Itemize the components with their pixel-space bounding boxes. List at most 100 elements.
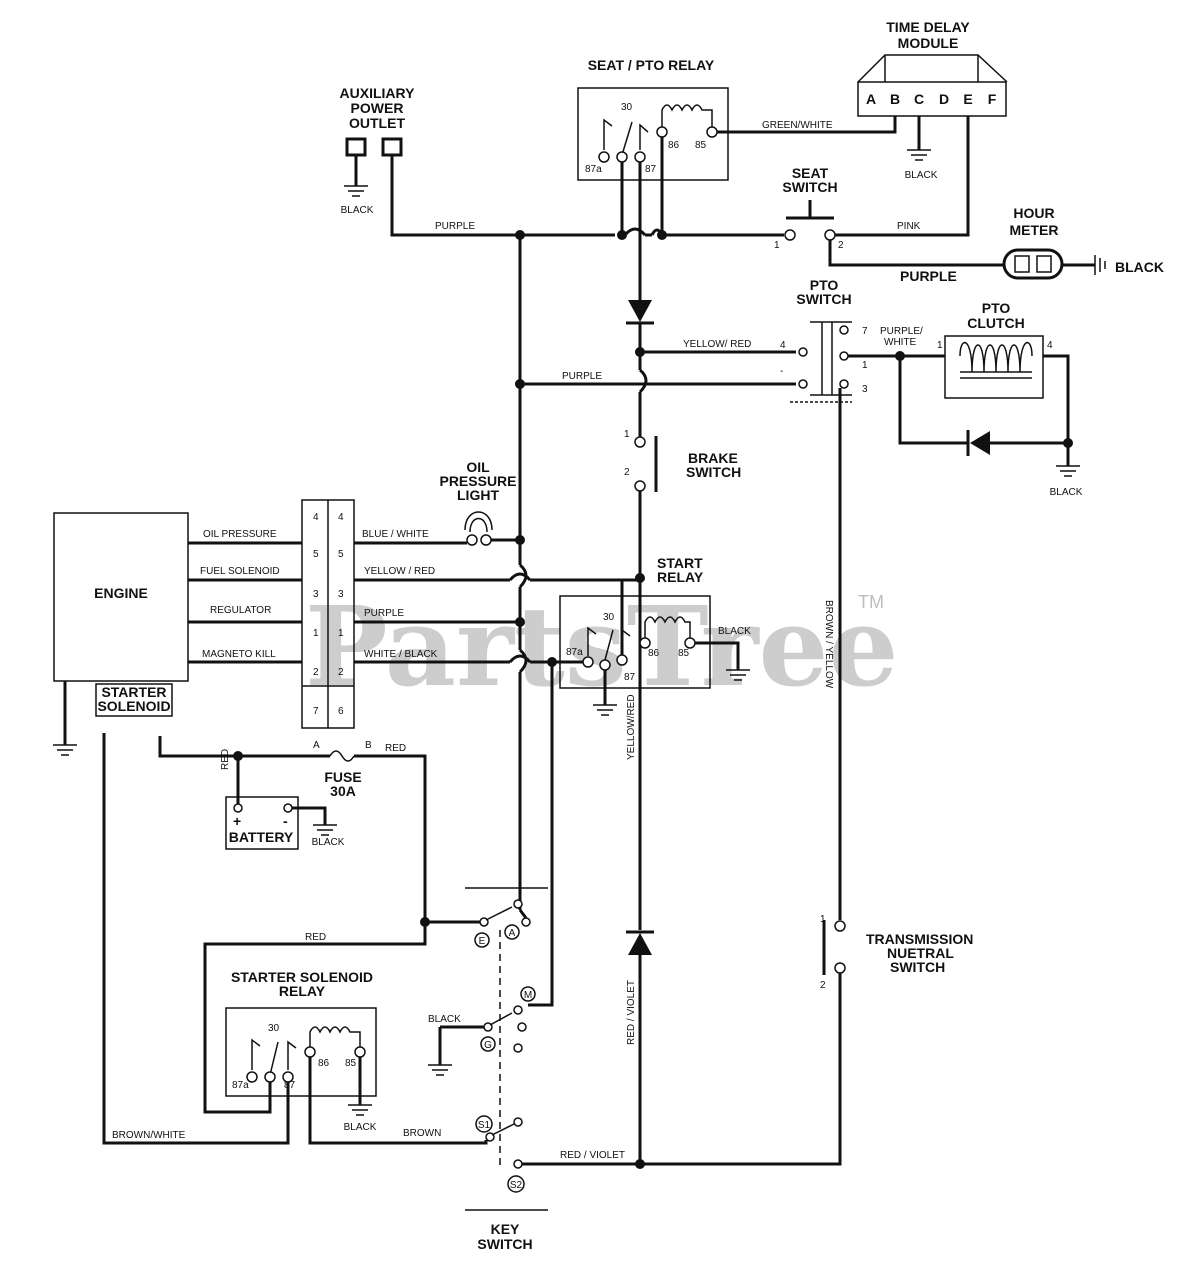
pto-pin-1: 1 — [862, 360, 868, 371]
pto-switch-label-1: PTO — [810, 277, 839, 293]
ground-icon — [593, 704, 617, 716]
ground-icon — [344, 185, 368, 197]
key-switch-label-1: KEY — [491, 1221, 520, 1237]
ss-relay-label-1: STARTER SOLENOID — [231, 969, 373, 985]
key-term-e: E — [479, 936, 486, 947]
battery: + - BATTERY — [225, 796, 299, 850]
relay-pin-85: 85 — [695, 140, 707, 151]
engine-oil-pressure: OIL PRESSURE — [203, 529, 277, 540]
hour-meter-label-2: METER — [1010, 222, 1059, 238]
pto-pin-4: 4 — [780, 340, 786, 351]
auxiliary-power-outlet: AUXILIARY POWER OUTLET BLACK — [340, 85, 520, 237]
diode-icon — [626, 930, 654, 955]
wire-purple-top: PURPLE — [435, 221, 475, 232]
wire-brown: BROWN — [403, 1128, 441, 1139]
wire-brown-white: BROWN/WHITE — [112, 1130, 186, 1141]
conn-r-3: 3 — [338, 589, 344, 600]
seat-pto-relay-box — [577, 87, 729, 181]
clutch-ground-wire: BLACK — [1050, 487, 1083, 498]
hour-meter: HOUR METER BLACK — [1002, 205, 1164, 280]
ground-icon — [348, 1104, 372, 1116]
engine-fuel-solenoid: FUEL SOLENOID — [200, 566, 280, 577]
key-term-s2: S2 — [510, 1180, 523, 1191]
hour-meter-ground-wire: BLACK — [1115, 259, 1164, 275]
battery-minus: - — [283, 813, 288, 829]
conn-l-2: 2 — [313, 667, 319, 678]
tdm-housing — [857, 54, 1008, 83]
diode-icon — [626, 300, 654, 325]
fuse-pin-a: A — [313, 740, 320, 751]
relay-pin-87a: 87a — [585, 164, 602, 175]
seat-switch-label-1: SEAT — [792, 165, 829, 181]
ss-pin-85: 85 — [345, 1058, 357, 1069]
start-relay: START RELAY 30 87a 87 86 85 BLACK — [559, 555, 751, 716]
ground-icon — [726, 669, 750, 681]
ground-icon — [907, 149, 931, 161]
key-term-m: M — [524, 990, 532, 1001]
tdm-pin-c: C — [914, 91, 924, 107]
seat-pin-1: 1 — [774, 240, 780, 251]
start-relay-pin-85: 85 — [678, 648, 690, 659]
seat-pto-relay-label: SEAT / PTO RELAY — [588, 57, 715, 73]
oil-pressure-light: OIL PRESSURE LIGHT — [439, 459, 517, 546]
engine-magneto-kill: MAGNETO KILL — [202, 649, 276, 660]
wire-yellow-red-2: YELLOW / RED — [364, 566, 435, 577]
diode-icon — [966, 430, 990, 456]
start-relay-pin-86: 86 — [648, 648, 660, 659]
seat-switch: SEAT SWITCH 1 2 — [774, 165, 844, 251]
ground-icon — [1056, 465, 1080, 477]
wire-purple-regulator: PURPLE — [364, 608, 404, 619]
wire-pink: PINK — [897, 221, 921, 232]
engine-connector: 4 5 3 1 2 7 4 5 3 1 2 6 — [301, 499, 355, 729]
ss-ground-wire: BLACK — [344, 1122, 377, 1133]
engine-box — [53, 512, 189, 682]
relay-pin-87: 87 — [645, 164, 657, 175]
relay-pin-86: 86 — [668, 140, 680, 151]
engine: ENGINE OIL PRESSURE FUEL SOLENOID REGULA… — [53, 512, 302, 756]
battery-plus: + — [233, 813, 241, 829]
wire-red-violet-vertical: RED / VIOLET — [626, 980, 637, 1045]
clutch-coil-icon — [959, 341, 1033, 373]
oil-light-label-2: PRESSURE — [439, 473, 516, 489]
tdm-pin-a: A — [866, 91, 876, 107]
starter-solenoid-relay: STARTER SOLENOID RELAY 30 87a 87 86 85 — [225, 969, 377, 1097]
tdm-pin-f: F — [988, 91, 997, 107]
ss-pin-87: 87 — [284, 1080, 296, 1091]
engine-regulator: REGULATOR — [210, 605, 271, 616]
engine-label: ENGINE — [94, 585, 148, 601]
battery-label: BATTERY — [229, 829, 294, 845]
trans-label-2: NUETRAL — [887, 945, 954, 961]
trans-label-3: SWITCH — [890, 959, 945, 975]
tdm-pin-e: E — [963, 91, 972, 107]
key-term-g: G — [484, 1040, 492, 1051]
brake-switch-label-1: BRAKE — [688, 450, 738, 466]
tdm-label-2: MODULE — [898, 35, 959, 51]
fuse-30a: A B RED FUSE 30A — [313, 740, 406, 799]
tdm-body — [857, 81, 1007, 117]
coil-icon — [661, 104, 713, 128]
wire-white-black: WHITE / BLACK — [364, 649, 438, 660]
conn-l-7: 7 — [313, 706, 319, 717]
aux-ground-wire: BLACK — [341, 205, 374, 216]
wire-red-violet: RED / VIOLET — [560, 1150, 625, 1161]
oil-light-label-3: LIGHT — [457, 487, 499, 503]
fuse-pin-b: B — [365, 740, 372, 751]
ss-relay-label-2: RELAY — [279, 983, 326, 999]
start-relay-ground-wire: BLACK — [718, 626, 751, 637]
wire-red-battery: RED — [220, 749, 231, 770]
start-relay-label-2: RELAY — [657, 569, 704, 585]
trans-label-1: TRANSMISSION — [866, 931, 973, 947]
brake-pin-1: 1 — [624, 429, 630, 440]
aux-label-3: OUTLET — [349, 115, 405, 131]
battery-ground-wire: BLACK — [312, 837, 345, 848]
tdm-label-1: TIME DELAY — [886, 19, 970, 35]
tdm-pins: A B C D E F — [866, 91, 997, 107]
ground-icon — [53, 744, 77, 756]
start-relay-pin-87a: 87a — [566, 647, 583, 658]
pto-pin-3: 3 — [862, 384, 868, 395]
conn-r-1: 1 — [338, 628, 344, 639]
trans-pin-1: 1 — [820, 914, 826, 925]
time-delay-module: TIME DELAY MODULE A B C D E F BLACK — [857, 19, 1008, 181]
pto-clutch-label-2: CLUTCH — [967, 315, 1025, 331]
start-relay-pin-87: 87 — [624, 672, 636, 683]
